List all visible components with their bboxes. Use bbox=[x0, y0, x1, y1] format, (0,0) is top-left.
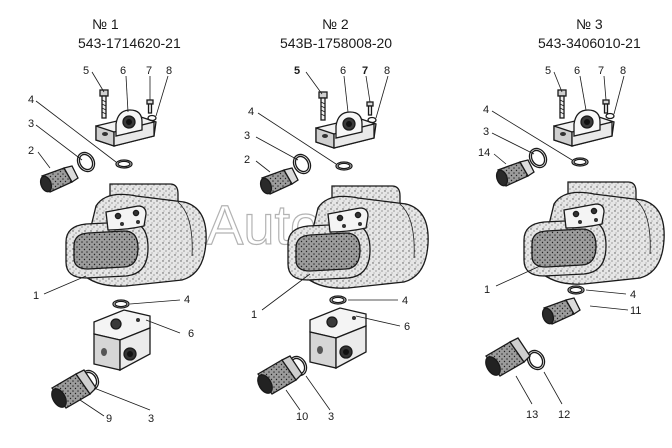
oring-part-4 bbox=[115, 159, 133, 169]
screw-part-7 bbox=[366, 101, 374, 116]
fitting-part-13 bbox=[482, 337, 531, 379]
variant-2-group: № 2 543В-1758008-20 5 6 7 8 4 3 2 1 4 bbox=[244, 16, 429, 423]
variant-3-callout-12: 12 bbox=[558, 409, 570, 421]
variant-2-callout-10: 6 bbox=[404, 321, 410, 333]
variant-3-callout-4: 8 bbox=[620, 65, 626, 77]
bracket-part-6-lower bbox=[93, 309, 151, 371]
variant-2-callout-11: 10 bbox=[296, 411, 308, 423]
variant-3-callout-11: 13 bbox=[526, 409, 538, 421]
variant-3-part-number: 543-3406010-21 bbox=[538, 35, 641, 51]
variant-3-callout-3: 7 bbox=[598, 65, 604, 77]
bolt-part-5 bbox=[557, 89, 567, 119]
bolt-part-5 bbox=[318, 91, 328, 121]
washer-part-8 bbox=[605, 112, 615, 120]
variant-1-callout-3: 7 bbox=[146, 65, 152, 77]
variant-2-callout-3: 7 bbox=[362, 65, 368, 77]
washer-part-8 bbox=[367, 116, 377, 124]
variant-2-callout-6: 3 bbox=[244, 130, 250, 142]
variant-1-group: № 1 543-1714620-21 5 6 7 8 4 3 bbox=[28, 16, 207, 425]
housing-part-1 bbox=[65, 183, 207, 287]
fitting-part-11 bbox=[539, 297, 581, 326]
variant-2-callout-8: 1 bbox=[251, 309, 257, 321]
variant-1-callout-5: 4 bbox=[28, 94, 34, 106]
variant-2-callout-7: 2 bbox=[244, 154, 250, 166]
variant-2-callout-4: 8 bbox=[384, 65, 390, 77]
oring-part-4-lower bbox=[567, 285, 585, 295]
variant-1-callout-8: 1 bbox=[33, 290, 39, 302]
variant-3-callout-1: 5 bbox=[545, 65, 551, 77]
variant-1-callout-4: 8 bbox=[166, 65, 172, 77]
fitting-part-2 bbox=[257, 167, 299, 196]
oring-part-4-lower bbox=[112, 299, 130, 309]
variant-2-number-label: № 2 bbox=[322, 16, 349, 32]
bolt-part-5 bbox=[99, 89, 109, 119]
oring-part-4-lower bbox=[329, 295, 347, 305]
fitting-part-2 bbox=[37, 165, 79, 194]
variant-1-part-number: 543-1714620-21 bbox=[78, 35, 181, 51]
housing-part-1 bbox=[523, 181, 665, 285]
fitting-part-14 bbox=[493, 159, 535, 188]
variant-2-callout-2: 6 bbox=[340, 65, 346, 77]
variant-2-part-number: 543В-1758008-20 bbox=[280, 35, 392, 51]
variant-3-callout-8: 1 bbox=[484, 284, 490, 296]
variant-3-callout-10: 11 bbox=[630, 305, 641, 317]
variant-1-number-label: № 1 bbox=[92, 16, 119, 32]
variant-1-callout-2: 6 bbox=[120, 65, 126, 77]
variant-3-callout-2: 6 bbox=[574, 65, 580, 77]
fitting-part-10 bbox=[254, 355, 303, 397]
variant-1-callout-10: 6 bbox=[188, 328, 194, 340]
variant-2-callout-5: 4 bbox=[248, 106, 254, 118]
variant-1-callout-1: 5 bbox=[83, 65, 89, 77]
variant-2-callout-12: 3 bbox=[328, 411, 334, 423]
fitting-part-9 bbox=[48, 369, 97, 411]
variant-2-callout-1: 5 bbox=[294, 65, 300, 77]
variant-3-callout-6: 3 bbox=[483, 126, 489, 138]
variant-1-callout-7: 2 bbox=[28, 145, 34, 157]
variant-2-callout-9: 4 bbox=[402, 295, 408, 307]
oring-part-3 bbox=[73, 148, 99, 176]
variant-3-callout-7: 14 bbox=[478, 147, 490, 159]
variant-1-callout-6: 3 bbox=[28, 118, 34, 130]
variant-3-group: № 3 543-3406010-21 5 6 7 8 4 3 14 1 4 bbox=[478, 16, 665, 421]
oring-part-4 bbox=[335, 161, 353, 171]
screw-part-7 bbox=[602, 99, 610, 114]
variant-3-callout-5: 4 bbox=[483, 104, 489, 116]
variant-1-callout-9: 4 bbox=[184, 294, 190, 306]
screw-part-7 bbox=[146, 99, 154, 114]
variant-3-number-label: № 3 bbox=[576, 16, 603, 32]
variant-1-callout-11: 9 bbox=[106, 413, 112, 425]
bracket-part-6-lower bbox=[309, 307, 367, 369]
oring-part-4 bbox=[571, 157, 589, 167]
oring-part-12 bbox=[523, 346, 549, 374]
variant-1-callout-12: 3 bbox=[148, 413, 154, 425]
washer-part-8 bbox=[147, 114, 157, 122]
variant-3-callout-9: 4 bbox=[630, 289, 636, 301]
